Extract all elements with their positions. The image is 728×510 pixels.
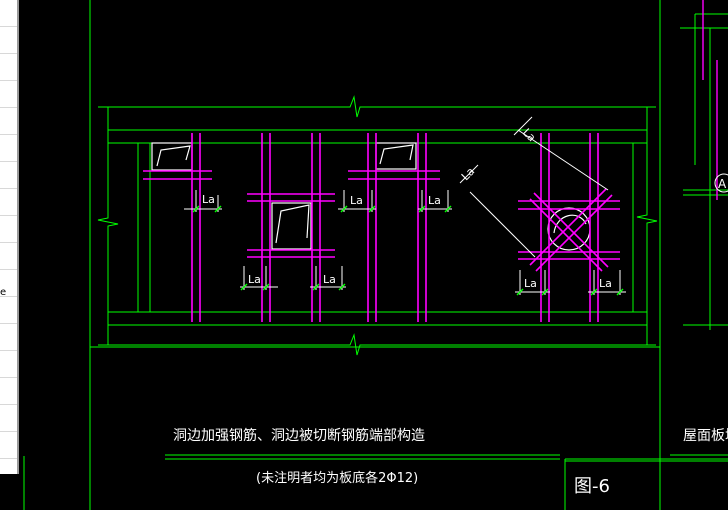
- figure-note: (未注明者均为板底各2Φ12): [256, 470, 418, 486]
- diag-dim-label-1: La: [459, 165, 477, 183]
- slab-outline: [97, 95, 658, 356]
- right-partial-caption: 屋面板增: [683, 428, 728, 444]
- dimension-ticks: [192, 205, 624, 296]
- opening-1-sketch: [156, 145, 191, 167]
- dimension-lines: [184, 116, 626, 295]
- dim-label-6: La: [524, 277, 537, 290]
- dimension-label-group: La La La La La La La La La: [202, 126, 612, 290]
- opening-3-sketch: [379, 144, 414, 165]
- opening-2: [271, 202, 312, 250]
- round-opening-sketch: [553, 214, 587, 234]
- dim-label-7: La: [599, 277, 612, 290]
- dim-label-3: La: [323, 273, 336, 286]
- figure-number: 图-6: [574, 476, 610, 497]
- section-marker-circle: [714, 173, 728, 193]
- dim-label-1: La: [202, 193, 215, 206]
- dim-label-5: La: [428, 194, 441, 207]
- rebars: [143, 133, 620, 322]
- opening-2-sketch: [275, 204, 310, 244]
- dim-label-4: La: [350, 194, 363, 207]
- drawing-frame: [23, 0, 728, 510]
- right-partial-drawing: [670, 13, 728, 456]
- left-panel-glyph: e: [0, 287, 7, 298]
- dim-label-2: La: [248, 273, 261, 286]
- figure-title: 洞边加强钢筋、洞边被切断钢筋端部构造: [173, 427, 425, 444]
- left-side-panel: e: [0, 0, 19, 474]
- section-marker-label: A: [718, 177, 727, 191]
